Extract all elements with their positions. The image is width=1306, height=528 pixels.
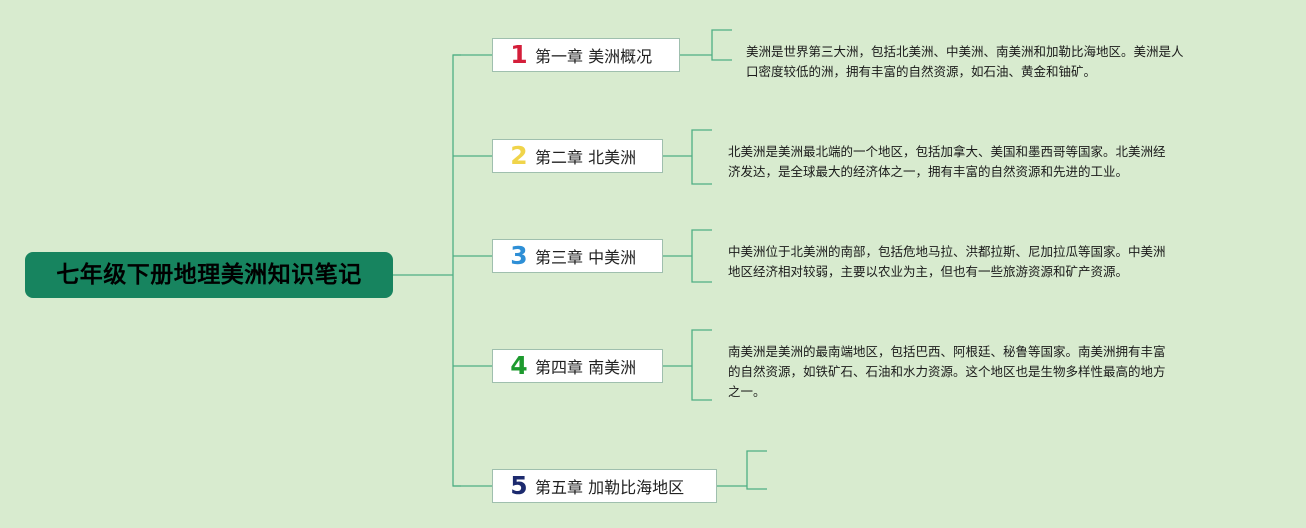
chapter-number: 1: [510, 40, 528, 69]
chapter-node-3[interactable]: 3 第三章 中美洲: [492, 239, 663, 273]
note-bracket-1: [711, 29, 732, 61]
root-title: 七年级下册地理美洲知识笔记: [56, 262, 362, 288]
note-bracket-5: [746, 450, 767, 490]
chapter-node-5[interactable]: 5 第五章 加勒比海地区: [492, 469, 717, 503]
chapter-number: 5: [510, 471, 528, 500]
note-bracket-4: [691, 329, 712, 401]
chapter-label: 第二章 北美洲: [535, 148, 637, 167]
chapter-note-1: 美洲是世界第三大洲，包括北美洲、中美洲、南美洲和加勒比海地区。美洲是人 口密度较…: [746, 44, 1184, 79]
chapter-number: 4: [510, 351, 528, 380]
chapter-number: 3: [510, 241, 528, 270]
chapter-note-4: 南美洲是美洲的最南端地区，包括巴西、阿根廷、秘鲁等国家。南美洲拥有丰富 的自然资…: [728, 344, 1166, 399]
chapter-node-4[interactable]: 4 第四章 南美洲: [492, 349, 663, 383]
root-topic[interactable]: 七年级下册地理美洲知识笔记: [25, 252, 393, 298]
chapter-number: 2: [510, 141, 528, 170]
chapter-label: 第五章 加勒比海地区: [535, 478, 685, 497]
chapter-note-2: 北美洲是美洲最北端的一个地区，包括加拿大、美国和墨西哥等国家。北美洲经 济发达，…: [728, 144, 1166, 179]
trunk-line: [452, 54, 461, 487]
note-bracket-2: [691, 129, 712, 185]
chapter-node-1[interactable]: 1 第一章 美洲概况: [492, 38, 680, 72]
chapter-node-2[interactable]: 2 第二章 北美洲: [492, 139, 663, 173]
note-bracket-3: [691, 229, 712, 283]
chapter-label: 第三章 中美洲: [535, 248, 637, 267]
chapter-label: 第四章 南美洲: [535, 358, 637, 377]
chapter-note-3: 中美洲位于北美洲的南部，包括危地马拉、洪都拉斯、尼加拉瓜等国家。中美洲 地区经济…: [728, 244, 1166, 279]
chapter-label: 第一章 美洲概况: [535, 47, 653, 66]
